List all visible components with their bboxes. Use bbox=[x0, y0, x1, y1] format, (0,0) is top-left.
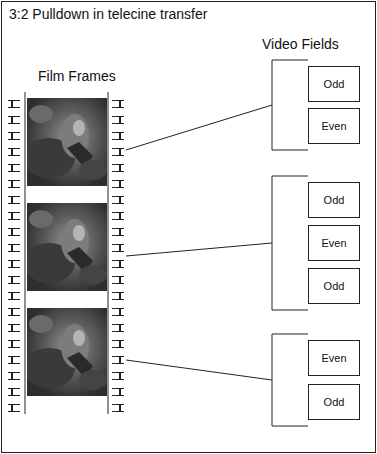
section-label: Video Fields bbox=[262, 36, 339, 52]
sprocket-holes bbox=[112, 94, 124, 414]
transfer-line bbox=[126, 105, 272, 150]
field-box: Even bbox=[308, 108, 360, 144]
transfer-line bbox=[126, 243, 272, 256]
field-label: Even bbox=[321, 120, 346, 132]
bracket bbox=[272, 60, 308, 150]
film-frame bbox=[23, 308, 107, 396]
sprocket-holes bbox=[8, 94, 20, 414]
field-brackets bbox=[272, 60, 308, 426]
transfer-lines bbox=[126, 105, 272, 380]
bracket bbox=[272, 334, 308, 426]
field-box: Even bbox=[308, 340, 360, 376]
field-box: Even bbox=[308, 225, 360, 261]
field-label: Odd bbox=[324, 396, 345, 408]
diagram-title: 3:2 Pulldown in telecine transfer bbox=[9, 6, 207, 22]
field-box: Odd bbox=[308, 384, 360, 420]
strip-edge bbox=[25, 92, 26, 414]
section-label: Film Frames bbox=[38, 68, 116, 84]
field-box: Odd bbox=[308, 268, 360, 304]
strip-edge bbox=[108, 92, 109, 414]
field-label: Even bbox=[321, 237, 346, 249]
field-label: Odd bbox=[324, 78, 345, 90]
film-frame bbox=[23, 98, 107, 186]
film-strip bbox=[8, 92, 124, 414]
film-frame bbox=[23, 203, 107, 291]
bracket bbox=[272, 176, 308, 310]
transfer-line bbox=[126, 360, 272, 380]
field-box: Odd bbox=[308, 66, 360, 102]
field-label: Odd bbox=[324, 194, 345, 206]
field-label: Odd bbox=[324, 280, 345, 292]
field-label: Even bbox=[321, 352, 346, 364]
field-box: Odd bbox=[308, 182, 360, 218]
